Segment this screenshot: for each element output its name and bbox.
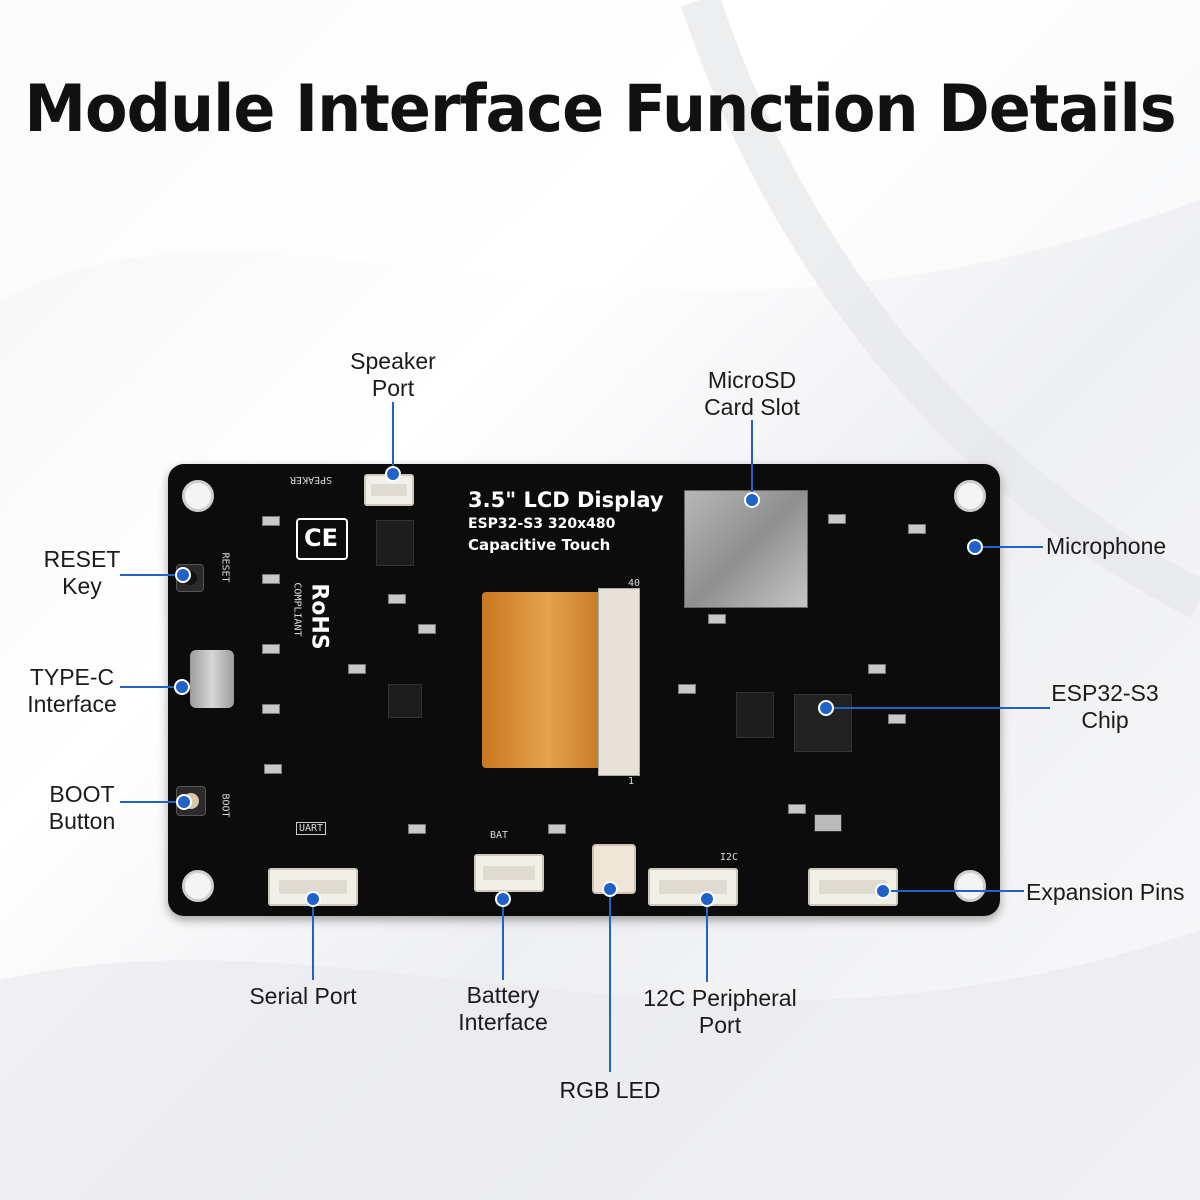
label-microphone: Microphone	[1046, 533, 1167, 559]
label-expansion-pins: Expansion Pins	[1026, 879, 1185, 905]
mount-hole	[182, 480, 214, 512]
board-title: 3.5" LCD Display	[468, 488, 664, 512]
fpc-ribbon	[482, 592, 612, 768]
leader-dot	[602, 881, 618, 897]
ic-flash	[736, 692, 774, 738]
label-serial-port: Serial Port	[249, 983, 357, 1009]
page-title: Module Interface Function Details	[24, 70, 1176, 147]
board-touch-label: Capacitive Touch	[468, 536, 611, 554]
leader-dot	[967, 539, 983, 555]
leader-dot	[495, 891, 511, 907]
mic-sensor	[814, 814, 842, 832]
leader-dot	[385, 466, 401, 482]
label-rgb-led: RGB LED	[559, 1077, 661, 1103]
battery-connector	[474, 854, 544, 892]
silk-bat: BAT	[490, 830, 509, 841]
i2c-connector	[648, 868, 738, 906]
fpc-pin-40: 40	[628, 578, 641, 589]
mount-hole	[182, 870, 214, 902]
leader-dot	[174, 679, 190, 695]
silk-i2c: I2C	[720, 852, 739, 863]
leader-dot	[744, 492, 760, 508]
typec-port	[190, 650, 234, 708]
ic-amp	[376, 520, 414, 566]
leader-dot	[176, 794, 192, 810]
leader-dot	[175, 567, 191, 583]
silk-uart: UART	[296, 822, 327, 835]
leader-dot	[818, 700, 834, 716]
fpc-connector	[598, 588, 640, 776]
board-subtitle: ESP32-S3 320x480	[468, 516, 616, 532]
ic-usb	[388, 684, 422, 718]
microsd-slot	[684, 490, 808, 608]
mount-hole	[954, 480, 986, 512]
leader-dot	[305, 891, 321, 907]
ce-mark: CE	[296, 518, 348, 560]
leader-dot	[699, 891, 715, 907]
leader-dot	[875, 883, 891, 899]
mount-hole	[954, 870, 986, 902]
fpc-pin-1: 1	[628, 776, 635, 787]
